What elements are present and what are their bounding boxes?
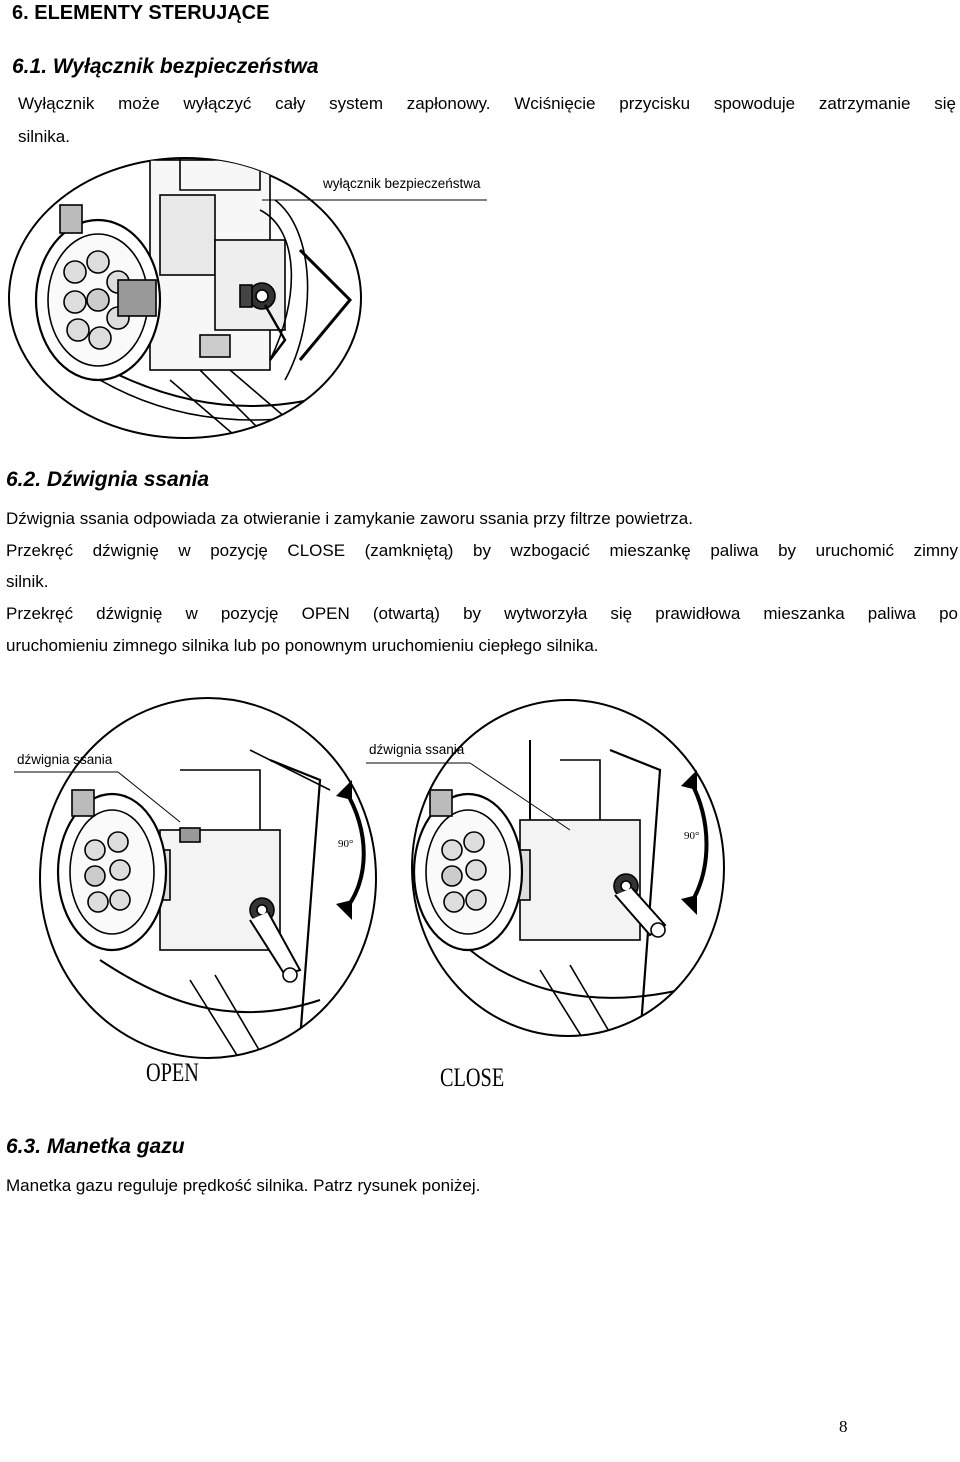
paragraph-line: silnika. bbox=[18, 127, 70, 146]
paragraph-line: Wyłącznik może wyłączyć cały system zapł… bbox=[18, 94, 956, 113]
paragraph-line: Dźwignia ssania odpowiada za otwieranie … bbox=[6, 509, 693, 528]
figure-label-choke-lever-left: dźwignia ssania bbox=[17, 752, 113, 767]
section-title-safety-switch: 6.1. Wyłącznik bezpieczeństwa bbox=[12, 55, 319, 78]
page-number: 8 bbox=[839, 1417, 848, 1436]
caption-open: OPEN bbox=[146, 1058, 199, 1087]
figure-label-choke-lever-right: dźwignia ssania bbox=[369, 742, 465, 757]
paragraph-line: Manetka gazu reguluje prędkość silnika. … bbox=[6, 1176, 481, 1195]
caption-close: CLOSE bbox=[440, 1063, 505, 1092]
section-title-throttle: 6.3. Manetka gazu bbox=[6, 1135, 185, 1158]
paragraph-line: Przekręć dźwignię w pozycję OPEN (otwart… bbox=[6, 604, 958, 623]
angle-label-right: 90° bbox=[684, 830, 700, 842]
paragraph-line: silnik. bbox=[6, 572, 49, 591]
chapter-title: 6. ELEMENTY STERUJĄCE bbox=[12, 2, 270, 24]
paragraph-line: uruchomieniu zimnego silnika lub po pono… bbox=[6, 636, 599, 655]
figure-label-safety-switch: wyłącznik bezpieczeństwa bbox=[323, 176, 481, 191]
section-title-choke-lever: 6.2. Dźwignia ssania bbox=[6, 468, 210, 491]
angle-label-left: 90° bbox=[338, 838, 354, 850]
paragraph-line: Przekręć dźwignię w pozycję CLOSE (zamkn… bbox=[6, 541, 958, 560]
